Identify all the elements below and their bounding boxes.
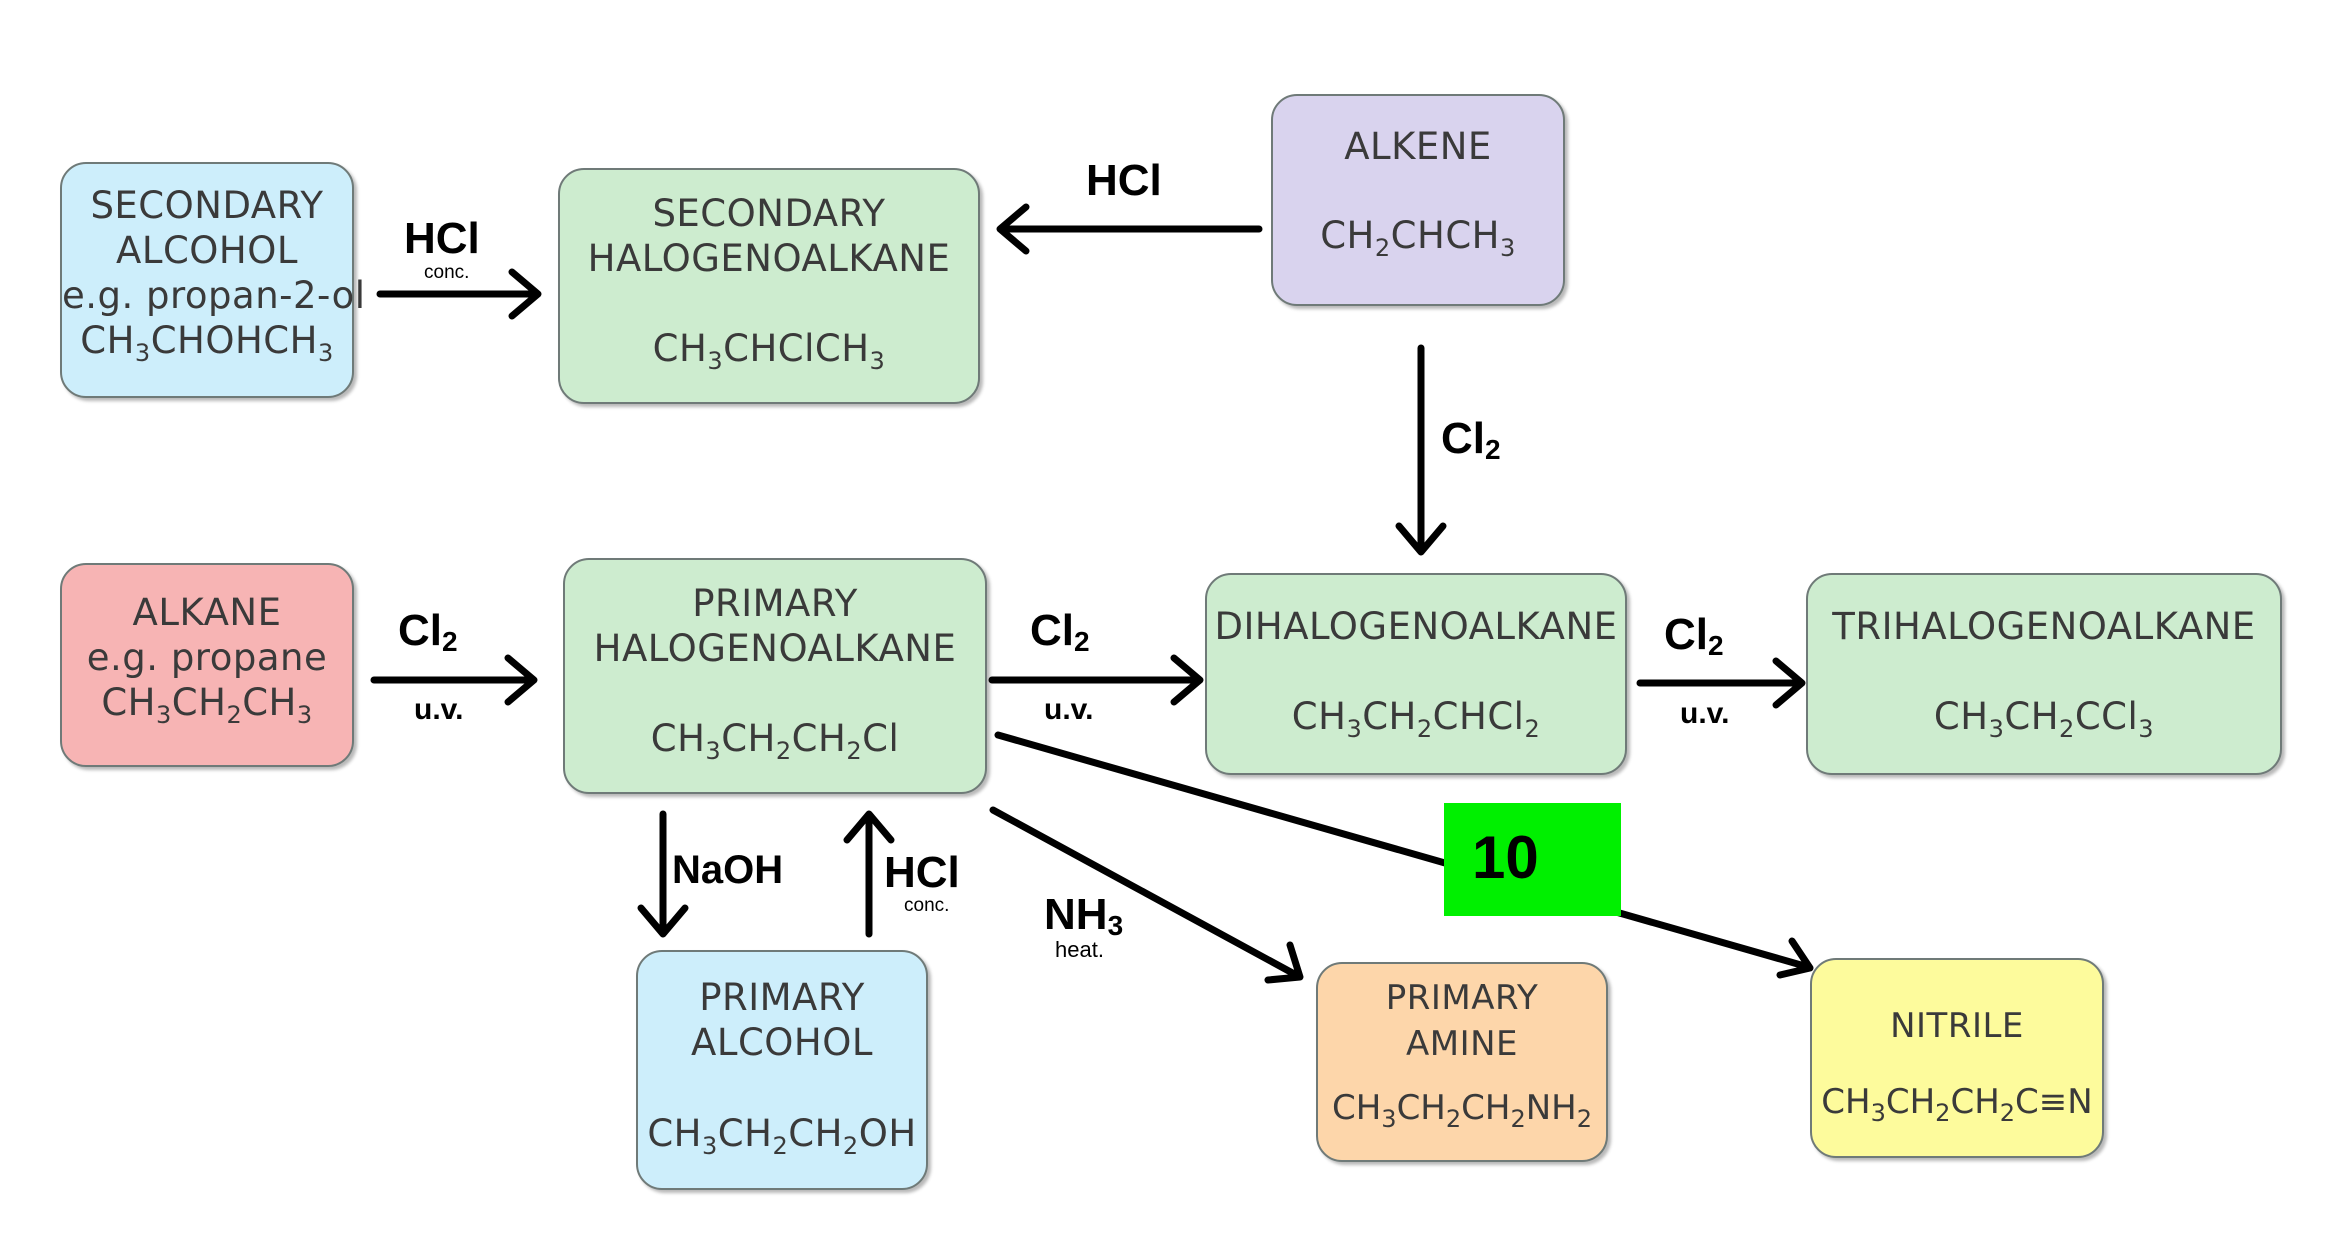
- box-formula: CH3CH2CH2Cl: [650, 717, 900, 765]
- box-formula: CH3CH2CH2C≡N: [1821, 1082, 2093, 1127]
- box-label: PRIMARY: [1385, 978, 1539, 1018]
- box-alkene: ALKENE CH2CHCH3: [1271, 94, 1565, 306]
- box-formula: CH2CHCH3: [1320, 214, 1516, 262]
- arrow-alkene-to-dihalo: [1395, 344, 1447, 556]
- arrow-sec-alcohol-to-sec-halo: [376, 268, 542, 320]
- box-label: PRIMARY: [692, 582, 858, 625]
- condition-uv-dihalo: u.v.: [1680, 697, 1730, 730]
- box-formula: CH3CH2CHCl2: [1291, 695, 1541, 743]
- arrow-dihalo-to-trihalo: [1636, 657, 1806, 709]
- box-label: ALCOHOL: [691, 1021, 873, 1064]
- box-label: HALOGENOALKANE: [593, 627, 957, 670]
- reagent-cl2-alkane: Cl2: [398, 606, 458, 657]
- box-example: e.g. propane: [86, 636, 328, 679]
- box-dihalogenoalkane: DIHALOGENOALKANE CH3CH2CHCl2: [1205, 573, 1627, 775]
- box-formula: CH3CH2CH2OH: [647, 1112, 917, 1160]
- box-example: e.g. propan-2-ol: [62, 274, 366, 317]
- box-formula: CH3CHClCH3: [652, 327, 886, 375]
- box-formula: CH3CHOHCH3: [80, 319, 334, 367]
- box-label: ALCOHOL: [116, 229, 298, 272]
- reagent-hcl-alkene: HCl: [1086, 156, 1162, 205]
- box-primary-amine: PRIMARY AMINE CH3CH2CH2NH2: [1316, 962, 1608, 1162]
- question-number-badge: 10: [1444, 803, 1621, 916]
- arrow-alkene-to-sec-halo: [996, 203, 1263, 255]
- reagent-nh3: NH3: [1044, 890, 1124, 941]
- box-alkane: ALKANE e.g. propane CH3CH2CH3: [60, 563, 354, 767]
- arrow-prim-halo-to-amine: [989, 806, 1304, 984]
- box-formula: CH3CH2CH2NH2: [1331, 1088, 1593, 1133]
- box-primary-alcohol: PRIMARY ALCOHOL CH3CH2CH2OH: [636, 950, 928, 1190]
- reagent-cl2-primary: Cl2: [1030, 606, 1090, 657]
- box-formula: CH3CH2CCl3: [1933, 695, 2155, 743]
- box-nitrile: NITRILE CH3CH2CH2C≡N: [1810, 958, 2104, 1158]
- reagent-cl2-alkene: Cl2: [1441, 414, 1501, 465]
- box-primary-halogenoalkane: PRIMARY HALOGENOALKANE CH3CH2CH2Cl: [563, 558, 987, 794]
- box-label: TRIHALOGENOALKANE: [1832, 605, 2256, 648]
- condition-uv-primary: u.v.: [1044, 693, 1094, 726]
- arrow-prim-halo-to-dihalo: [988, 654, 1204, 706]
- box-label: HALOGENOALKANE: [587, 237, 951, 280]
- box-formula: CH3CH2CH3: [101, 681, 313, 729]
- box-label: DIHALOGENOALKANE: [1214, 605, 1618, 648]
- box-secondary-alcohol: SECONDARY ALCOHOL e.g. propan-2-ol CH3CH…: [60, 162, 366, 398]
- box-label: SECONDARY: [652, 192, 886, 235]
- box-label: NITRILE: [1890, 1006, 2024, 1046]
- arrow-prim-halo-to-nitrile: [994, 731, 1814, 979]
- arrow-alkane-to-prim-halo: [370, 654, 538, 706]
- box-label: SECONDARY: [90, 184, 324, 227]
- condition-heat: heat.: [1055, 937, 1104, 962]
- reagent-hcl-secondary: HCl: [404, 214, 480, 263]
- reagent-conc-secondary: conc.: [424, 262, 470, 283]
- box-label: AMINE: [1405, 1024, 1519, 1064]
- reagent-hcl-primary: HCl: [884, 848, 960, 897]
- arrow-prim-halo-to-prim-alcohol: [637, 810, 689, 938]
- reagent-naoh: NaOH: [672, 848, 784, 892]
- condition-uv-alkane: u.v.: [414, 693, 464, 726]
- box-trihalogenoalkane: TRIHALOGENOALKANE CH3CH2CCl3: [1806, 573, 2282, 775]
- arrow-prim-alcohol-to-prim-halo: [843, 810, 895, 938]
- reagent-conc-primary: conc.: [904, 895, 950, 916]
- reagent-cl2-dihalo: Cl2: [1664, 610, 1724, 661]
- box-label: ALKANE: [132, 591, 282, 634]
- box-label: PRIMARY: [699, 976, 865, 1019]
- box-secondary-halogenoalkane: SECONDARY HALOGENOALKANE CH3CHClCH3: [558, 168, 980, 404]
- box-label: ALKENE: [1344, 125, 1492, 168]
